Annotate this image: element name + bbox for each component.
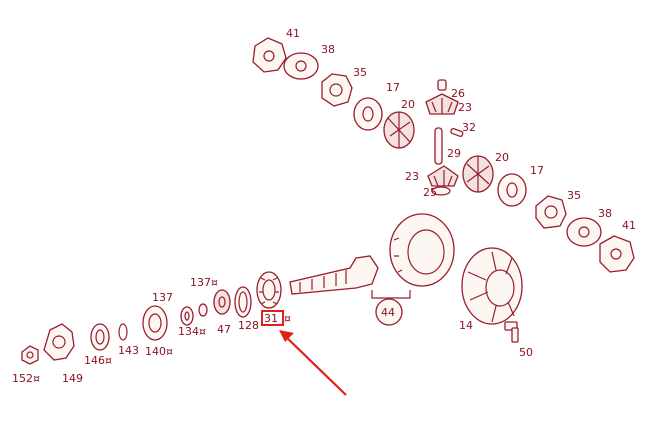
label-140: 140¤ [145, 345, 173, 358]
part-47-gear [213, 289, 231, 315]
label-143: 143 [118, 344, 139, 357]
label-47: 47 [217, 323, 231, 336]
highlight-box-part-31 [261, 310, 284, 326]
label-38-right: 38 [598, 207, 612, 220]
callout-44-circle [375, 298, 403, 326]
part-134-spacer [180, 306, 194, 326]
part-32-pin [450, 127, 464, 137]
label-41-top: 41 [286, 27, 300, 40]
label-20-top: 20 [401, 98, 415, 111]
part-41-right [599, 235, 635, 273]
label-25: 25 [423, 186, 437, 199]
label-38-top: 38 [321, 43, 335, 56]
part-31-bearing [256, 271, 282, 309]
part-17-top [353, 97, 383, 131]
part-17-right [497, 173, 527, 207]
part-44-crown-wheel [389, 213, 455, 287]
part-143-clip [118, 323, 128, 341]
pinion-shaft [289, 255, 379, 295]
label-31-mark: ¤ [284, 312, 291, 325]
part-50-bolt [504, 321, 519, 343]
label-137: 137 [152, 291, 173, 304]
part-149-flange [43, 323, 75, 361]
label-149: 149 [62, 372, 83, 385]
part-41-top [252, 37, 287, 73]
part-20-top-gear [383, 111, 415, 149]
part-25-washer [431, 186, 451, 196]
part-38-right [566, 217, 602, 247]
part-20-right-gear [462, 155, 494, 193]
part-29-shaft [434, 127, 443, 165]
label-44: 44 [381, 306, 395, 319]
label-17-right: 17 [530, 164, 544, 177]
part-137-washer [198, 303, 208, 317]
part-35-top [321, 73, 353, 107]
label-29: 29 [447, 147, 461, 160]
leader-44 [371, 290, 411, 299]
label-31: 31 [264, 312, 278, 325]
part-23-mid-gear [427, 165, 459, 187]
label-14: 14 [459, 319, 473, 332]
label-35-right: 35 [567, 189, 581, 202]
highlight-arrowhead [279, 330, 294, 342]
label-137-top: 137¤ [190, 276, 218, 289]
label-20-right: 20 [495, 151, 509, 164]
label-26-top: 26 [451, 87, 465, 100]
label-50: 50 [519, 346, 533, 359]
part-128-ring [234, 286, 252, 318]
part-14-housing [461, 247, 523, 325]
label-35-top: 35 [353, 66, 367, 79]
label-152: 152¤ [12, 372, 40, 385]
part-26-top [437, 79, 447, 91]
label-23-top: 23 [458, 101, 472, 114]
part-35-right [535, 195, 567, 229]
label-134: 134¤ [178, 325, 206, 338]
label-128: 128 [238, 319, 259, 332]
part-152-nut [21, 345, 39, 365]
label-32: 32 [462, 121, 476, 134]
part-23-top-gear [425, 93, 459, 115]
label-41-right: 41 [622, 219, 636, 232]
part-146-seal [90, 323, 110, 351]
label-23-mid: 23 [405, 170, 419, 183]
part-140-bearing [142, 305, 168, 341]
label-146: 146¤ [84, 354, 112, 367]
part-38-top [283, 52, 319, 80]
highlight-arrow [283, 334, 347, 396]
label-17-top: 17 [386, 81, 400, 94]
